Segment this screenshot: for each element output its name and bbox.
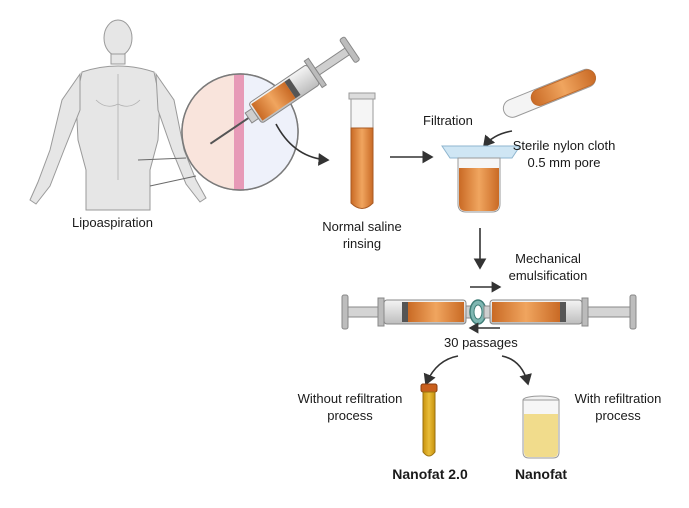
syringe-icon: [209, 36, 360, 145]
label-sterile-line1: Sterile nylon cloth: [512, 138, 616, 153]
label-with-line2: process: [595, 408, 641, 423]
beaker-filter-icon: [441, 145, 521, 213]
nanofat-beaker-icon: [522, 395, 560, 459]
label-filtration: Filtration: [423, 113, 473, 128]
label-with-refiltration: With refiltration process: [564, 390, 672, 424]
label-normal-saline: Normal saline rinsing: [318, 218, 406, 252]
label-without-line1: Without refiltration: [297, 391, 403, 406]
label-lipoaspiration: Lipoaspiration: [72, 215, 153, 230]
label-mechanical-line1: Mechanical: [515, 251, 581, 266]
label-mechanical: Mechanical emulsification: [500, 250, 596, 284]
label-without-line2: process: [327, 408, 373, 423]
label-nanofat-2: Nanofat 2.0: [392, 466, 468, 482]
label-without-refiltration: Without refiltration process: [288, 390, 412, 424]
arrow-to-tube: [275, 123, 330, 166]
arrow-branch-left: [423, 355, 459, 386]
label-sterile-line2: 0.5 mm pore: [527, 155, 601, 170]
label-normal-saline-line1: Normal saline: [322, 219, 402, 234]
label-mechanical-line2: emulsification: [508, 268, 588, 283]
label-passages: 30 passages: [444, 335, 518, 350]
label-normal-saline-line2: rinsing: [342, 236, 382, 251]
test-tube-icon: [348, 92, 376, 209]
pouring-tube-icon: [502, 68, 597, 118]
label-with-line1: With refiltration: [574, 391, 662, 406]
arrow-branch-right: [501, 355, 532, 386]
double-syringe-icon: [341, 294, 637, 330]
label-sterile-cloth: Sterile nylon cloth 0.5 mm pore: [508, 137, 620, 171]
label-nanofat: Nanofat: [514, 466, 568, 482]
arrow-pour: [482, 130, 513, 148]
body-contour-icon: [95, 74, 141, 180]
nanofat-tube-icon: [420, 383, 438, 457]
